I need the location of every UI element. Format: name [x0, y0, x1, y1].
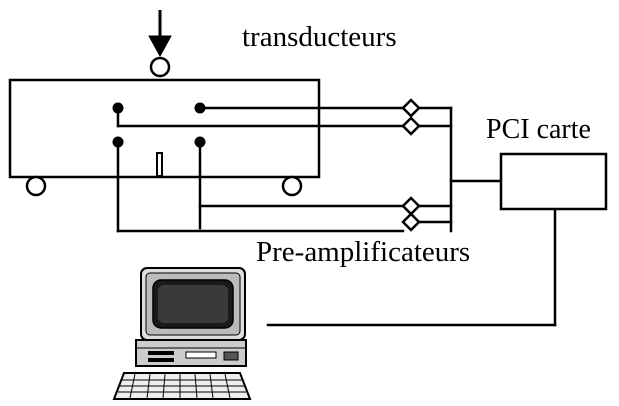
preamplifiers-label: Pre-amplificateurs: [256, 236, 470, 268]
preamp-1: [401, 98, 421, 118]
pci-card-label: PCI carte: [486, 114, 591, 145]
specimen-box: [8, 78, 321, 179]
support-right: [281, 175, 303, 197]
down-arrow-icon: [148, 10, 172, 58]
preamp-4: [401, 212, 421, 232]
diamond-connector-icon: [401, 98, 421, 232]
preamp-3: [401, 196, 421, 216]
pci-card-box: [499, 152, 608, 211]
wiring: [116, 106, 557, 327]
notch: [156, 152, 163, 177]
input-node: [149, 56, 171, 78]
support-left: [25, 175, 47, 197]
preamp-2: [401, 116, 421, 136]
computer-icon: [112, 267, 252, 400]
transducers-label: transducteurs: [242, 21, 397, 53]
